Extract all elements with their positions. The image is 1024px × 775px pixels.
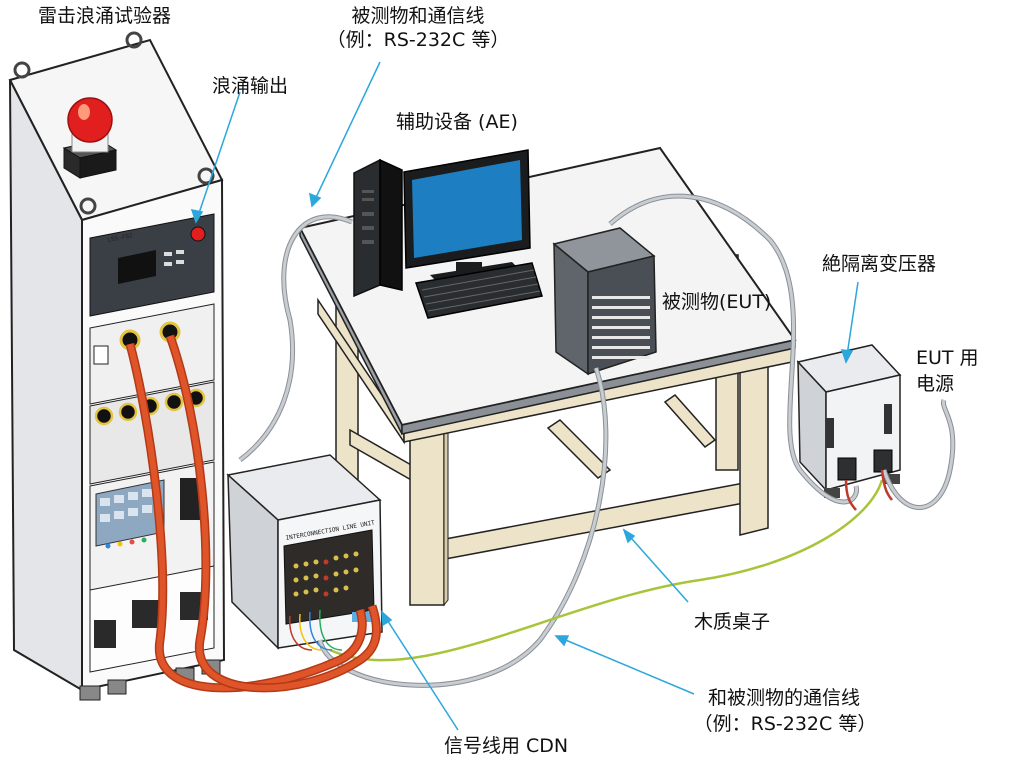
surge-tester-rack: LSS-F02 [8, 31, 226, 701]
warning-beacon-icon [62, 97, 118, 179]
tester-model-text: LSS-F02 [107, 232, 134, 244]
leader-lines [190, 61, 859, 731]
ground-cable [329, 479, 884, 662]
label-eut: 被测物(EUT) [662, 291, 772, 313]
label-comm-line-bottom-1: 和被测物的通信线 [707, 687, 860, 709]
label-isolation-transformer: 絶隔离变压器 [822, 253, 937, 275]
label-ae: 辅助设备 (AE) [396, 111, 518, 133]
label-cdn: 信号线用 CDN [444, 735, 569, 757]
label-eut-power-1: EUT 用 [916, 347, 979, 369]
label-eut-line-top-2: （例：RS-232C 等） [326, 29, 510, 51]
label-eut-line-top-1: 被测物和通信线 [351, 5, 485, 27]
cdn-box-icon: INTERCONNECTION LINE UNIT [226, 454, 383, 650]
label-surge-tester: 雷击浪涌试验器 [38, 5, 172, 27]
pc-tower-icon [353, 158, 403, 298]
monitor-icon [403, 149, 531, 281]
transformer-box-icon [796, 344, 902, 498]
eut-box-icon [552, 227, 657, 376]
label-comm-line-bottom-2: （例：RS-232C 等） [693, 713, 877, 735]
label-eut-power-2: 电源 [916, 373, 955, 395]
label-surge-output: 浪涌输出 [212, 75, 289, 97]
cables [125, 193, 956, 693]
keyboard-icon [415, 262, 543, 319]
label-wooden-table: 木质桌子 [694, 611, 771, 633]
